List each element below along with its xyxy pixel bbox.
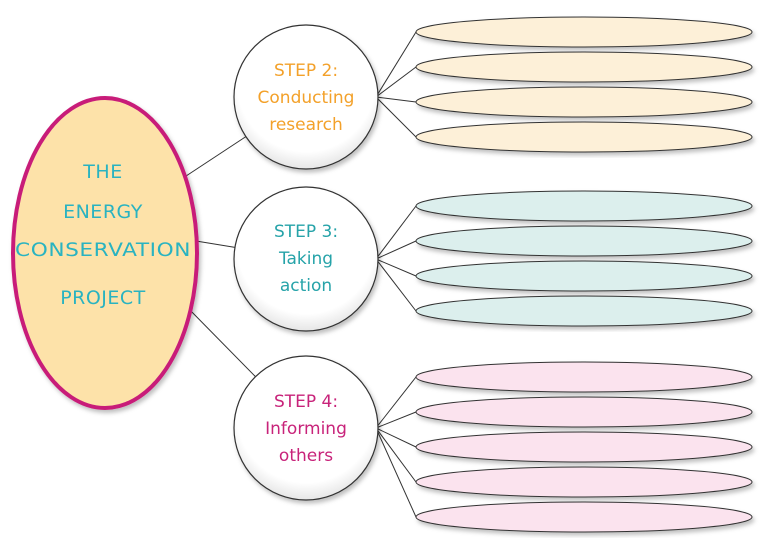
- step-3-branch-oval-1: [415, 190, 753, 222]
- center-line-1: THE: [82, 161, 122, 183]
- step-4-line-2: Informing: [265, 419, 347, 439]
- step-2-branch-line-1: [375, 31, 417, 98]
- branch-ovals: [415, 16, 753, 533]
- step-4-branch-line-4: [375, 427, 417, 483]
- step-3-branch-line-3: [375, 258, 417, 277]
- step-3-branch-line-1: [375, 205, 417, 260]
- step-2-line-1: STEP 2:: [274, 61, 338, 81]
- step-4-branch-oval-4: [415, 466, 753, 498]
- step-4-branch-oval-3: [415, 431, 753, 463]
- step-2-branch-oval-2: [415, 51, 753, 83]
- step-3-branch-oval-3: [415, 260, 753, 292]
- step-3-branch-oval-4: [415, 295, 753, 327]
- step-3-line-2: Taking: [278, 249, 333, 269]
- step-3-line-1: STEP 3:: [274, 222, 338, 242]
- step-4-line-3: others: [279, 446, 333, 466]
- center-ellipse: [11, 96, 199, 410]
- step-4-node: STEP 4: Informing others: [233, 355, 379, 501]
- step-2-line-3: research: [269, 115, 343, 135]
- step-3-branch-oval-2: [415, 225, 753, 257]
- step-2-line-2: Conducting: [258, 88, 355, 108]
- step-4-branch-oval-5: [415, 501, 753, 533]
- step-2-branch-oval-4: [415, 121, 753, 153]
- center-to-step-4-line: [184, 304, 256, 378]
- center-line-3: CONSERVATION: [15, 239, 191, 261]
- step-3-branch-line-2: [375, 240, 417, 260]
- step-4-branch-line-2: [375, 411, 417, 429]
- center-line-4: PROJECT: [60, 287, 146, 309]
- center-to-step-2-line: [179, 136, 247, 181]
- step-2-branch-line-3: [375, 96, 417, 103]
- step-2-branch-line-2: [375, 66, 417, 98]
- step-4-branch-line-5: [375, 427, 417, 518]
- step-2-node: STEP 2: Conducting research: [233, 24, 379, 170]
- step-4-branch-line-1: [375, 376, 417, 429]
- step-4-branch-oval-1: [415, 361, 753, 393]
- center-line-2: ENERGY: [63, 201, 143, 223]
- step-2-branch-oval-3: [415, 86, 753, 118]
- center-node: THE ENERGY CONSERVATION PROJECT: [11, 96, 199, 410]
- step-3-line-3: action: [280, 276, 332, 296]
- connector-lines: [179, 31, 417, 518]
- step-4-branch-oval-2: [415, 396, 753, 428]
- step-4-circle: [233, 355, 379, 501]
- step-3-branch-line-4: [375, 258, 417, 312]
- step-3-node: STEP 3: Taking action: [233, 186, 379, 332]
- step-2-circle: [233, 24, 379, 170]
- step-3-circle: [233, 186, 379, 332]
- step-4-branch-line-3: [375, 427, 417, 448]
- step-4-line-1: STEP 4:: [274, 392, 338, 412]
- center-to-step-3-line: [195, 240, 236, 248]
- step-2-branch-line-4: [375, 96, 417, 138]
- step-2-branch-oval-1: [415, 16, 753, 48]
